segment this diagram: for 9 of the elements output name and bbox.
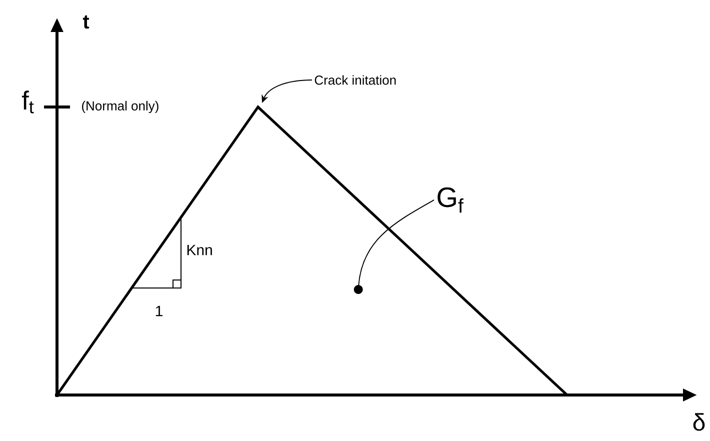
leader-line	[354, 199, 434, 294]
energy-label: G$_{f}$	[438, 187, 464, 213]
note-text: (Normal only)	[82, 100, 158, 114]
axis-label: δ	[693, 413, 705, 431]
callout-text: Crack initation	[314, 75, 396, 85]
slope-label: 1	[156, 306, 162, 316]
slope-label: Knn	[187, 244, 212, 256]
axis-label: f$_{t}$	[22, 90, 34, 114]
axis-label: t	[82, 15, 90, 29]
